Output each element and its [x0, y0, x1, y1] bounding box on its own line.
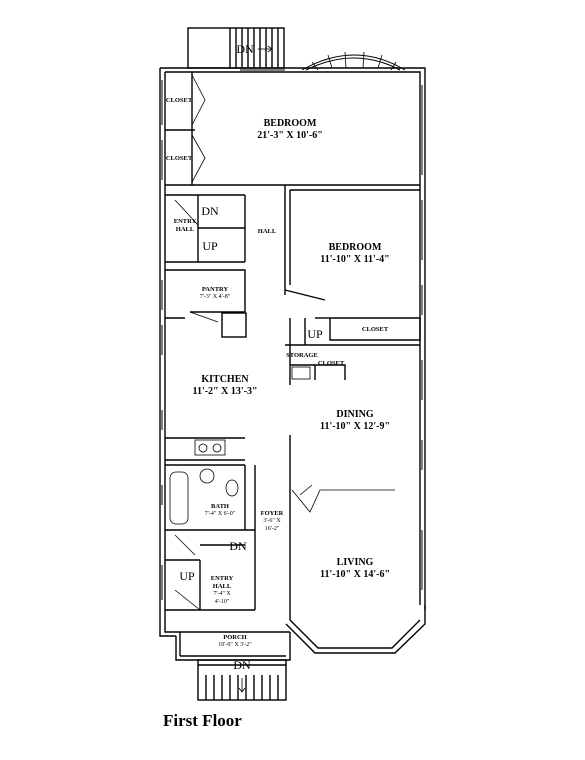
dining-dims: 11'-10" X 12'-9": [320, 421, 390, 432]
foyer-name: FOYER: [260, 510, 284, 517]
entry-hall-upper-label1: ENTRY: [173, 218, 197, 225]
entry-hall-lower-label2: HALL: [212, 583, 232, 590]
closet-top-2-label: CLOSET: [165, 155, 193, 162]
hall-label: HALL: [257, 228, 277, 235]
entry-hall-lower-label1: ENTRY: [210, 575, 234, 582]
closet-mid-label: CLOSET: [317, 360, 345, 367]
entry-dn-label: DN: [201, 204, 219, 218]
foyer-dims-2: 16'-2": [264, 526, 280, 532]
pantry-name: PANTRY: [201, 286, 229, 293]
bedroom-top-dims: 21'-3" X 10'-6": [257, 130, 323, 141]
lower-dn-label: DN: [229, 539, 247, 553]
porch-dn-label: DN: [233, 658, 251, 672]
foyer-dims-1: 3'-6" X: [263, 518, 281, 524]
closets-top-left: [165, 72, 420, 186]
kitchen-name: KITCHEN: [201, 374, 249, 385]
entry-hall-upper-label2: HALL: [175, 226, 195, 233]
entry-hall-lower-dims-1: 7'-4" X: [213, 591, 231, 597]
interior-walls: [165, 185, 421, 701]
living-dims: 11'-10" X 14'-6": [320, 569, 390, 580]
lower-up-label: UP: [179, 569, 195, 583]
dining-name: DINING: [336, 409, 374, 420]
floor-title: First Floor: [163, 711, 242, 730]
window-marks: [161, 69, 423, 600]
storage-label: STORAGE: [286, 352, 318, 359]
living-name: LIVING: [336, 557, 374, 568]
bath-name: BATH: [211, 503, 229, 510]
porch-name: PORCH: [223, 634, 247, 641]
top-dn-label: DN: [236, 42, 254, 56]
top-stair: [187, 27, 285, 69]
closet-right-label: CLOSET: [361, 326, 389, 333]
top-bay-window: [301, 51, 406, 71]
kitchen-dims: 11'-2" X 13'-3": [192, 386, 258, 397]
bedroom-2-name: BEDROOM: [328, 242, 382, 253]
porch-dims: 10'-0" X 3'-2": [218, 642, 252, 648]
bath-dims: 7'-4" X 6'-0": [204, 511, 236, 517]
closet-top-1-label: CLOSET: [165, 97, 193, 104]
entry-up-label: UP: [202, 239, 218, 253]
entry-hall-lower-dims-2: 4'-10": [214, 599, 230, 605]
bedroom-top-name: BEDROOM: [263, 118, 317, 129]
pantry-dims: 7'-3" X 4'-8": [199, 294, 231, 300]
bedroom-2-dims: 11'-10" X 11'-4": [320, 254, 390, 265]
storage-up-label: UP: [307, 327, 323, 341]
